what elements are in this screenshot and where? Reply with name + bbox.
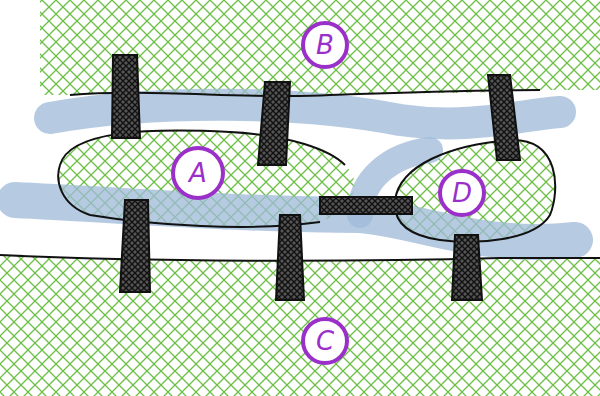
bridges (112, 55, 520, 300)
land-label-circle: B (301, 21, 349, 69)
land-letter: D (452, 180, 472, 206)
land-label-circle: D (438, 169, 486, 217)
land-label-circle: C (301, 317, 349, 365)
land-letter: B (316, 32, 334, 58)
land-label-circle: A (171, 146, 225, 200)
land-letter: C (316, 328, 334, 354)
land-letter: A (189, 160, 207, 186)
